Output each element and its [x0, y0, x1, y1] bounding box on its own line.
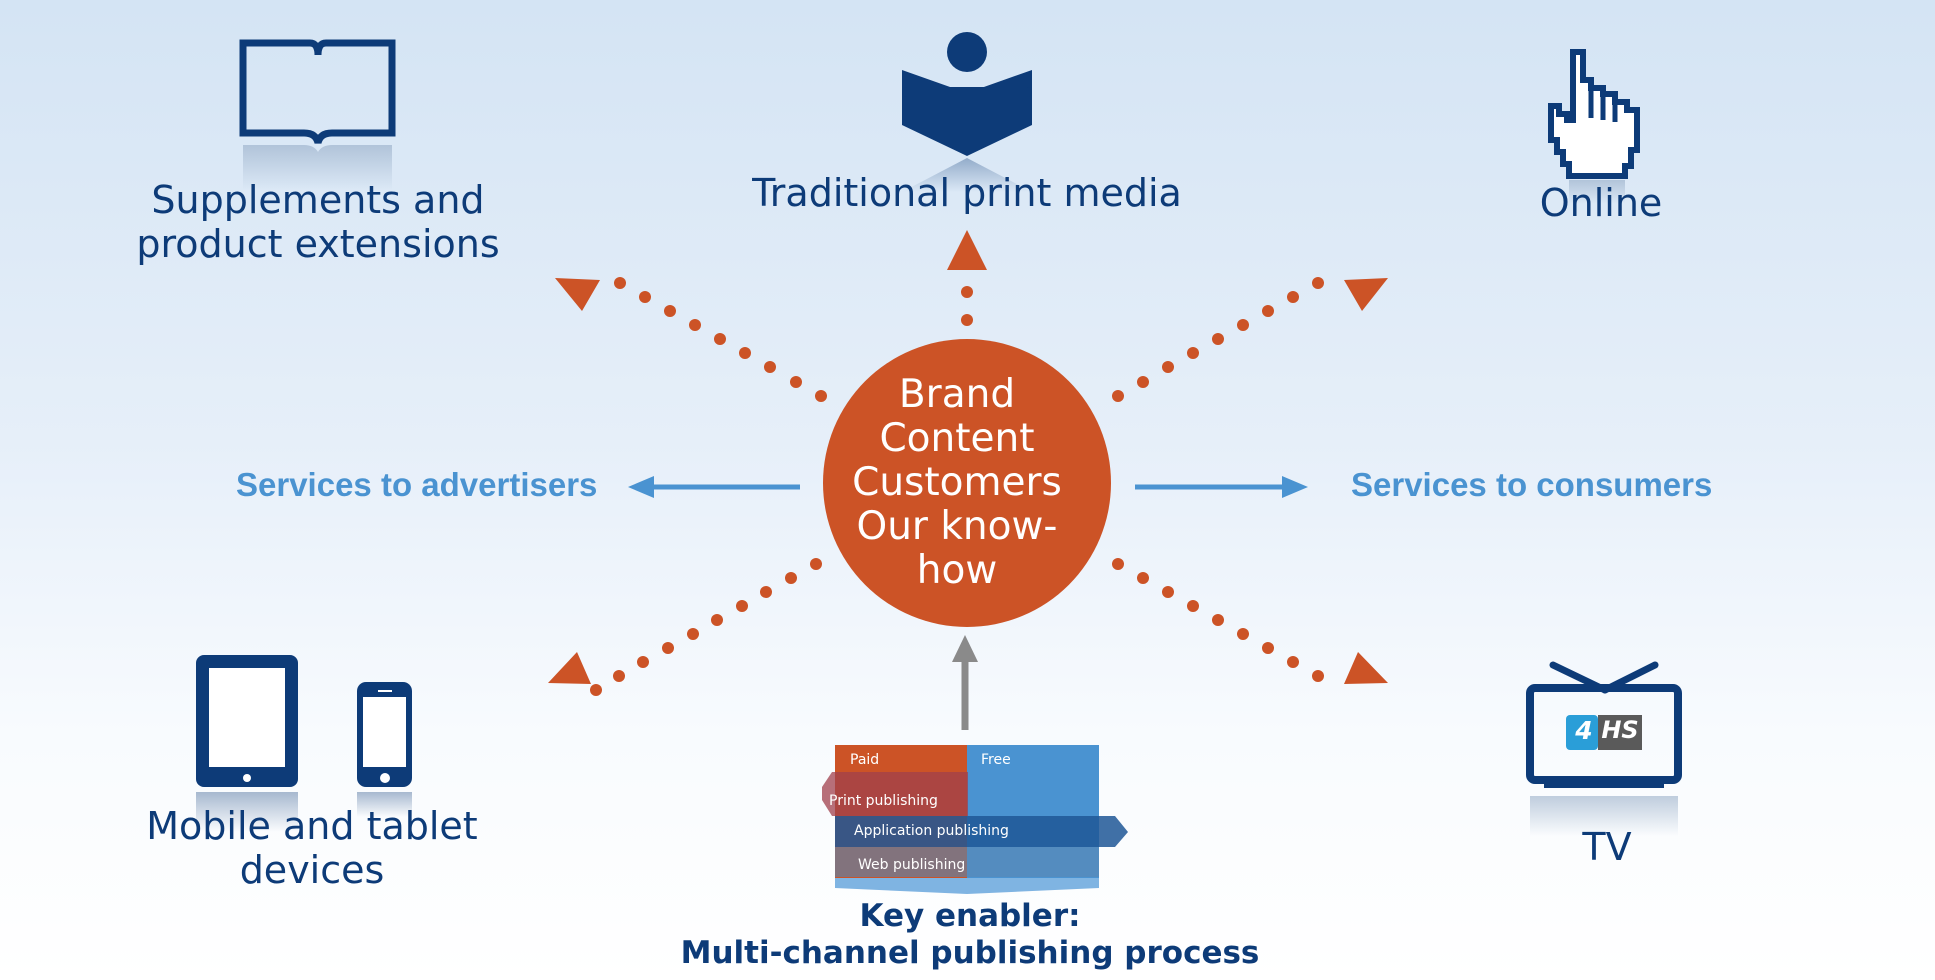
- core-line-customers: Customers: [852, 460, 1062, 505]
- paid-label: Paid: [850, 752, 880, 768]
- core-circle: [823, 339, 1111, 627]
- print-publishing-band: [822, 772, 968, 816]
- core-line-how: how: [916, 548, 998, 593]
- person-reading-icon: [902, 32, 1032, 192]
- print-media-label: Traditional print media: [752, 171, 1182, 215]
- services-to-advertisers: Services to advertisers: [236, 466, 598, 503]
- online-label: Online: [1539, 181, 1663, 225]
- arrow-to-advertisers: [628, 476, 800, 498]
- mobile-label-line1: Mobile and tablet: [146, 804, 478, 848]
- tv-icon: [1526, 661, 1682, 836]
- key-enabler-line1: Key enabler:: [859, 898, 1081, 934]
- supplements-label-line1: Supplements and: [151, 178, 485, 222]
- publishing-shelf: [835, 878, 1099, 894]
- key-enabler-line2: Multi-channel publishing process: [680, 935, 1260, 971]
- services-to-consumers: Services to consumers: [1351, 466, 1713, 503]
- publishing-block: [822, 745, 1128, 894]
- dotted-arrows: [548, 230, 1388, 696]
- core-line-content: Content: [879, 416, 1035, 461]
- tv-logo-b: HS: [1601, 716, 1639, 744]
- arrow-to-consumers: [1135, 476, 1308, 498]
- core-line-brand: Brand: [898, 372, 1016, 417]
- key-enabler-caption: Key enabler: Multi-channel publishing pr…: [560, 898, 1380, 972]
- arrow-to-online: [1112, 277, 1388, 402]
- web-publishing-label: Web publishing: [858, 857, 966, 873]
- application-publishing-band: [835, 816, 1128, 847]
- pointer-hand-icon: [1548, 49, 1640, 204]
- free-label: Free: [981, 752, 1011, 768]
- tv-label: TV: [1582, 825, 1632, 869]
- arrow-to-supplements: [555, 277, 827, 402]
- print-publishing-label: Print publishing: [829, 793, 938, 809]
- core-text: Brand Content Customers Our know- how: [822, 338, 1092, 628]
- arrow-to-mobile: [548, 558, 822, 696]
- arrow-to-tv: [1112, 558, 1388, 684]
- supplements-label-line2: product extensions: [136, 222, 500, 266]
- tv-logo-a: 4: [1575, 716, 1593, 745]
- application-publishing-label: Application publishing: [854, 823, 1009, 839]
- mobile-label: Mobile and tablet devices: [130, 804, 494, 892]
- tablet-phone-icon: [196, 655, 412, 832]
- mobile-label-line2: devices: [239, 848, 385, 892]
- arrow-publishing-to-core: [952, 635, 978, 730]
- supplements-label: Supplements and product extensions: [120, 178, 516, 266]
- open-book-icon: [239, 39, 396, 190]
- arrow-to-print: [947, 230, 987, 326]
- core-line-knowhow: Our know-: [856, 504, 1058, 549]
